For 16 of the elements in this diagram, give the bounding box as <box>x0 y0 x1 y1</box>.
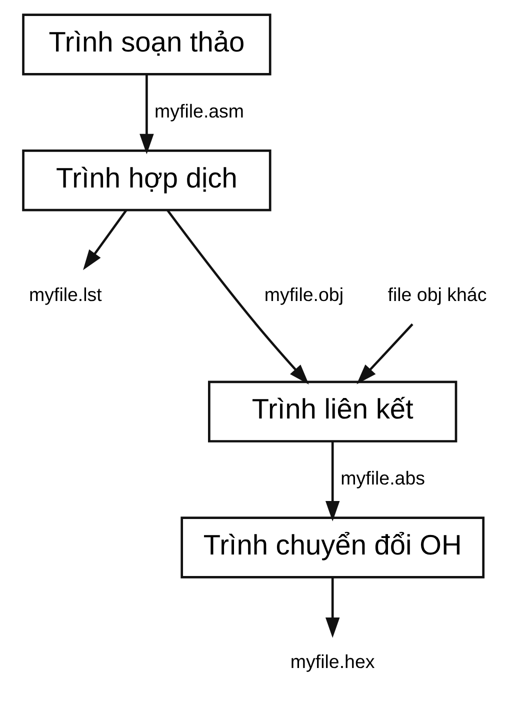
edge-label: myfile.obj <box>264 284 344 305</box>
arrow <box>356 323 413 384</box>
arrow <box>324 441 340 522</box>
edge-label: myfile.abs <box>340 467 425 488</box>
node-text: file obj khác <box>387 284 486 305</box>
arrow <box>139 74 154 154</box>
node-box: Trình liên kết <box>208 380 457 442</box>
edge-label: myfile.asm <box>154 100 244 122</box>
node-box: Trình soạn thảo <box>22 14 271 76</box>
arrow <box>166 209 308 384</box>
node-box: Trình hợp dịch <box>22 150 271 212</box>
node-box: Trình chuyển đổi OH <box>180 516 484 578</box>
node-text: myfile.hex <box>290 650 374 672</box>
node-text: myfile.lst <box>28 284 102 305</box>
arrow <box>82 210 127 270</box>
arrow <box>324 577 340 638</box>
